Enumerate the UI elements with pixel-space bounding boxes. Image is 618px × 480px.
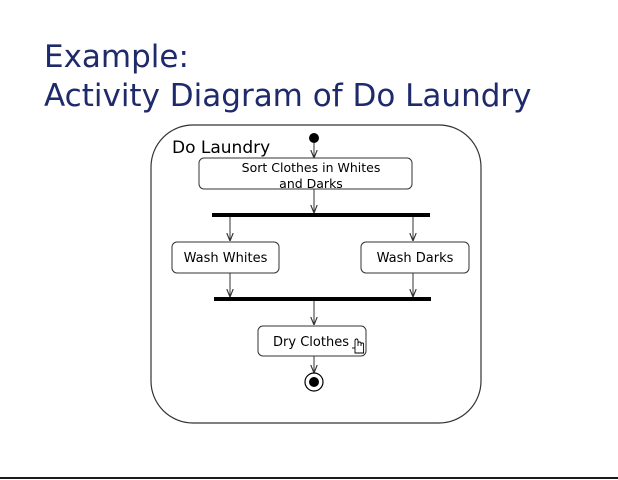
action-sort-clothes	[198, 157, 413, 190]
slide-title-line-2: Activity Diagram of Do Laundry	[44, 78, 532, 114]
hand-cursor-icon	[352, 338, 365, 354]
bottom-divider	[0, 477, 618, 479]
action-sort-label-line-2: and Darks	[279, 176, 343, 191]
fork-bar	[212, 213, 430, 217]
final-node-core	[309, 377, 319, 387]
action-dry-clothes	[257, 325, 367, 357]
action-wash-darks	[360, 241, 470, 274]
slide-title-line-1: Example:	[44, 39, 189, 75]
initial-node	[309, 133, 319, 143]
activity-frame	[150, 124, 482, 424]
join-bar	[214, 297, 431, 301]
activity-name-label: Do Laundry	[172, 138, 270, 158]
action-dry-clothes-label: Dry Clothes	[273, 335, 349, 350]
action-wash-whites-label: Wash Whites	[184, 251, 268, 266]
action-wash-whites	[171, 241, 280, 274]
action-wash-darks-label: Wash Darks	[377, 251, 454, 266]
action-sort-label-line-1: Sort Clothes in Whites	[242, 160, 381, 175]
